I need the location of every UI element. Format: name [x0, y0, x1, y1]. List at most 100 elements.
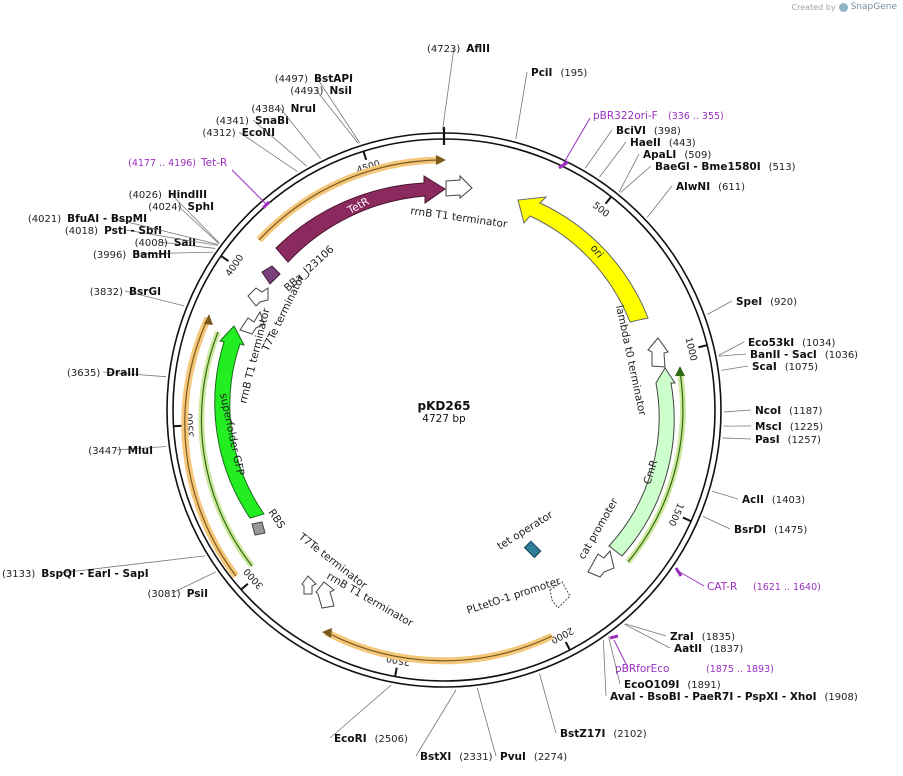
tick-label: 500: [590, 200, 611, 220]
site-name: BsrGI: [129, 286, 161, 298]
primer-leader-pbrforeco: [613, 639, 629, 669]
site-name: Eco53kI: [748, 337, 794, 349]
site-pos: (1075): [785, 362, 818, 373]
site-leader: [315, 89, 359, 144]
site-label: (3081)PsiI: [147, 588, 208, 600]
site-label: ScaI(1075): [752, 361, 818, 373]
site-name: SalI: [174, 237, 196, 249]
site-name: PstI - SbfI: [104, 225, 162, 237]
site-label: PvuI (2274): [500, 751, 567, 763]
site-leader: [316, 77, 361, 144]
site-leader: [110, 217, 219, 245]
site-label: (4493) NsiI: [290, 85, 352, 97]
site-label: (4024)SphI: [148, 201, 214, 213]
site-label: EcoRI (2506): [334, 733, 408, 745]
site-name: BanII - SacI: [750, 349, 817, 361]
feature-label-pltet-promoter: PLtetO-1 promoter: [465, 575, 563, 617]
site-label: MscI (1225): [755, 421, 823, 433]
site-label: AlwNI(611): [676, 181, 745, 193]
site-name: PvuI: [500, 751, 526, 763]
site-name: MscI: [755, 421, 782, 433]
site-name: ApaLI: [643, 149, 676, 161]
site-pos: (1837): [710, 644, 743, 655]
feature-lambda-t0: [647, 337, 669, 368]
credit-prefix: Created by: [791, 2, 836, 12]
site-label: (3635)DraIII: [67, 367, 139, 379]
site-label: PasI(1257): [755, 434, 821, 446]
primer-label-cat-r: CAT-R: [707, 581, 737, 593]
site-label: (3133) BspQI - EarI - SapI: [2, 568, 149, 580]
site-leader: [718, 341, 745, 356]
feature-ori: [517, 196, 649, 323]
site-name: BstAPI: [314, 73, 353, 85]
site-pos: (4341): [216, 116, 249, 127]
site-pos: (2506): [375, 734, 408, 745]
tick-mark: [604, 196, 612, 205]
tick-label: 2000: [549, 624, 576, 645]
primer-mark-cat-r: [674, 567, 683, 577]
site-leader: [102, 371, 167, 378]
site-pos: (1225): [790, 422, 823, 433]
site-name: BamHI: [132, 249, 171, 261]
site-pos: (2331): [459, 752, 492, 763]
site-pos: (2102): [613, 729, 646, 740]
site-name: PciI: [531, 67, 552, 79]
site-leader: [329, 684, 392, 739]
site-pos: (4723): [427, 44, 460, 55]
feature-rrnb-left: [239, 310, 265, 335]
site-pos: (2274): [534, 752, 567, 763]
site-label: BaeGI - Bme1580I(513): [655, 161, 796, 173]
primer-mark-tet-r: [261, 200, 271, 210]
site-leader: [618, 153, 640, 192]
site-pos: (1187): [789, 406, 822, 417]
site-label: (4008)SalI: [135, 237, 196, 249]
left-orf-arrow: [204, 314, 213, 325]
feature-label-rrnb-bottom: rrnB T1 terminator: [325, 570, 416, 630]
site-name: EcoRI: [334, 733, 367, 745]
site-pos: (1908): [825, 692, 858, 703]
site-label: (4384)NruI: [251, 103, 316, 115]
primer-label-pbr322ori: pBR322ori-F: [593, 110, 658, 122]
primer-range-tet-r: (4177 .. 4196): [128, 158, 196, 169]
site-label: PciI(195): [531, 67, 587, 79]
site-label: BanII - SacI(1036): [750, 349, 858, 361]
site-label: (3832)BsrGI: [90, 286, 161, 298]
site-pos: (398): [654, 126, 681, 137]
restriction-sites: (4723)AflIIPciI(195)BciVI(398)HaeII(443)…: [2, 43, 858, 763]
site-label: (4341) SnaBI: [216, 115, 289, 127]
primer-leader-pbr322ori: [561, 117, 591, 167]
site-name: NcoI: [755, 405, 781, 417]
site-pos: (3447): [88, 446, 121, 457]
site-leader: [538, 673, 557, 734]
site-label: (3996) BamHI: [93, 249, 171, 261]
site-leader: [116, 446, 167, 451]
site-pos: (611): [718, 182, 745, 193]
site-pos: (3996): [93, 250, 126, 261]
feature-rrnb-bottom: [315, 581, 335, 609]
site-leader: [602, 640, 607, 697]
site-leader: [722, 437, 752, 440]
site-name: AflII: [466, 43, 490, 55]
site-pos: (3133): [2, 569, 35, 580]
tick-label: 1500: [666, 501, 686, 528]
primer-range-cat-r: (1621 .. 1640): [753, 582, 821, 593]
site-name: MluI: [128, 445, 153, 457]
site-pos: (4384): [251, 104, 284, 115]
bottom-orf-arrow: [322, 628, 332, 638]
site-name: EcoO109I: [624, 679, 679, 691]
feature-cat-promoter: [587, 549, 615, 578]
site-name: ZraI: [670, 631, 694, 643]
site-name: SnaBI: [255, 115, 289, 127]
tick-label: 4000: [224, 253, 247, 279]
site-leader: [624, 623, 667, 637]
tick-mark: [362, 150, 368, 161]
tick-mark: [682, 516, 692, 523]
site-pos: (4026): [129, 190, 162, 201]
site-leader: [707, 300, 733, 315]
site-name: NsiI: [329, 85, 352, 97]
site-name: BspQI - EarI - SapI: [41, 568, 148, 580]
site-leader: [515, 71, 528, 140]
site-pos: (4493): [290, 86, 323, 97]
tick-mark: [220, 255, 229, 262]
